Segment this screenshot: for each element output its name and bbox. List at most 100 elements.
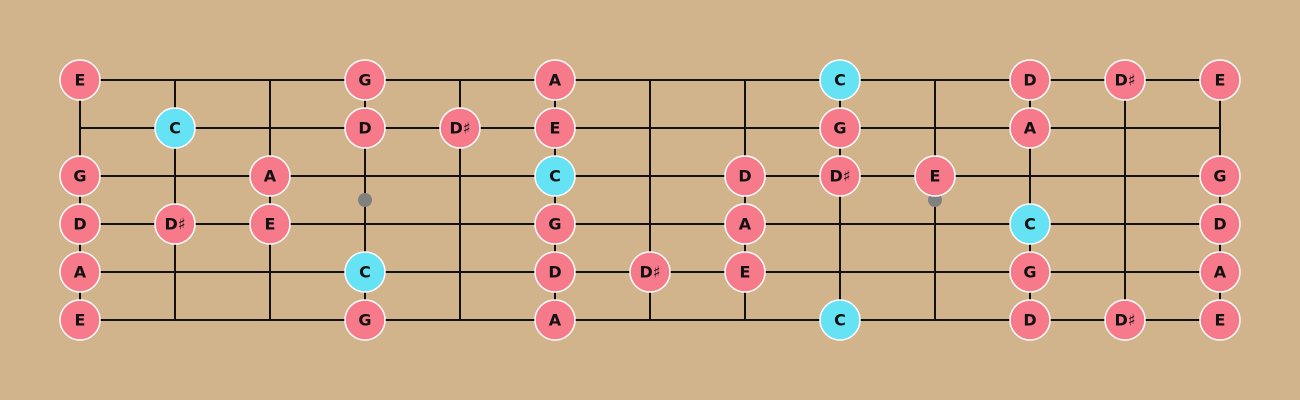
note-circle [154, 203, 196, 245]
note-marker: A [534, 59, 576, 101]
note-label: C [169, 119, 181, 138]
note-marker: A [1199, 251, 1241, 293]
note-circle [1199, 299, 1241, 341]
note-label: D♯ [639, 263, 660, 282]
note-label: C [359, 263, 371, 282]
root-note-circle [534, 155, 576, 197]
note-marker: E [1199, 299, 1241, 341]
note-label: G [1213, 167, 1226, 186]
note-circle [59, 203, 101, 245]
note-label: A [264, 167, 277, 186]
note-marker: A [249, 155, 291, 197]
note-circle [1199, 155, 1241, 197]
note-marker: D♯ [439, 107, 481, 149]
note-circle [1009, 107, 1051, 149]
note-circle [59, 299, 101, 341]
note-marker: C [344, 251, 386, 293]
note-label: E [1215, 71, 1226, 90]
note-circle [629, 251, 671, 293]
fret-inlay-dot [928, 193, 942, 207]
note-label: G [1023, 263, 1036, 282]
note-label: G [73, 167, 86, 186]
note-circle [1104, 299, 1146, 341]
note-marker: A [1009, 107, 1051, 149]
note-label: G [358, 311, 371, 330]
note-label: E [1215, 311, 1226, 330]
note-label: A [1214, 263, 1227, 282]
note-circle [439, 107, 481, 149]
note-label: C [549, 167, 561, 186]
note-circle [534, 203, 576, 245]
note-marker: D [1009, 299, 1051, 341]
note-circle [724, 203, 766, 245]
note-circle [1104, 59, 1146, 101]
fret-inlays [358, 193, 942, 207]
note-circle [914, 155, 956, 197]
note-circle [344, 107, 386, 149]
note-circle [724, 251, 766, 293]
note-label: C [834, 71, 846, 90]
note-marker: D♯ [154, 203, 196, 245]
note-circle [59, 251, 101, 293]
note-label: A [739, 215, 752, 234]
note-marker: G [59, 155, 101, 197]
note-marker: G [1199, 155, 1241, 197]
note-circle [344, 59, 386, 101]
note-marker: G [344, 299, 386, 341]
note-marker: D [59, 203, 101, 245]
note-marker: C [154, 107, 196, 149]
root-note-circle [154, 107, 196, 149]
note-label: G [548, 215, 561, 234]
note-marker: D♯ [819, 155, 861, 197]
note-label: D [358, 119, 371, 138]
note-label: C [834, 311, 846, 330]
note-label: A [549, 311, 562, 330]
note-label: G [833, 119, 846, 138]
note-label: D♯ [1114, 311, 1135, 330]
note-marker: G [344, 59, 386, 101]
note-label: E [75, 71, 86, 90]
root-note-circle [819, 59, 861, 101]
note-label: E [265, 215, 276, 234]
note-marker: C [1009, 203, 1051, 245]
note-circle [534, 251, 576, 293]
note-marker: C [819, 59, 861, 101]
fret-inlay-dot [358, 193, 372, 207]
note-marker: E [1199, 59, 1241, 101]
note-circle [534, 107, 576, 149]
note-circle [534, 299, 576, 341]
note-marker: C [819, 299, 861, 341]
note-label: A [74, 263, 87, 282]
note-circle [819, 107, 861, 149]
note-marker: D [724, 155, 766, 197]
note-marker: G [819, 107, 861, 149]
note-marker: A [534, 299, 576, 341]
note-circle [1199, 203, 1241, 245]
note-label: D [73, 215, 86, 234]
note-label: D♯ [449, 119, 470, 138]
note-label: E [740, 263, 751, 282]
note-label: C [1024, 215, 1036, 234]
note-label: E [930, 167, 941, 186]
note-circle [1009, 59, 1051, 101]
note-marker: G [1009, 251, 1051, 293]
root-note-circle [819, 299, 861, 341]
note-marker: E [724, 251, 766, 293]
note-circle [534, 59, 576, 101]
note-circle [1199, 251, 1241, 293]
note-label: A [549, 71, 562, 90]
note-marker: G [534, 203, 576, 245]
note-marker: D♯ [1104, 299, 1146, 341]
note-label: E [550, 119, 561, 138]
note-circle [59, 59, 101, 101]
note-marker: E [249, 203, 291, 245]
note-circle [344, 299, 386, 341]
note-label: D♯ [829, 167, 850, 186]
note-circle [249, 155, 291, 197]
note-label: D [548, 263, 561, 282]
note-label: D [1023, 71, 1036, 90]
note-marker: A [724, 203, 766, 245]
note-label: D [738, 167, 751, 186]
note-label: G [358, 71, 371, 90]
